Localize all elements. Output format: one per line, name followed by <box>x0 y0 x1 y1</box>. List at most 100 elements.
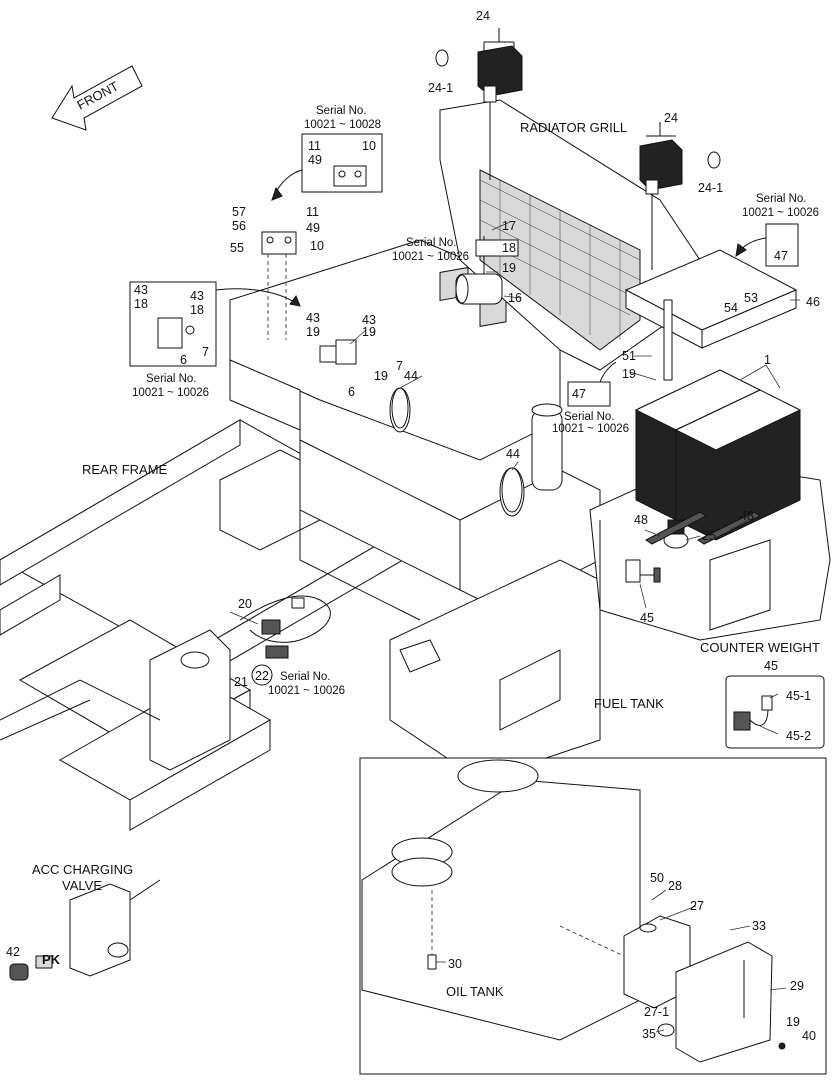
relay-bracket-lower <box>319 339 357 365</box>
serial-range-upper: 10021 ~ 10028 <box>304 119 381 131</box>
callout-18-inset-b: 18 <box>190 303 204 317</box>
callout-55: 55 <box>230 241 244 255</box>
callout-19-relay: 19 <box>502 261 516 275</box>
callout-24-right: 24 <box>664 111 678 125</box>
inset-47-lower <box>567 361 617 407</box>
callout-28: 28 <box>668 879 682 893</box>
callout-40: 40 <box>802 1029 816 1043</box>
callout-56: 56 <box>232 219 246 233</box>
grommet-44b <box>501 467 523 513</box>
switch-45 <box>625 559 661 583</box>
callout-54: 54 <box>724 301 738 315</box>
callout-43-main-a: 43 <box>306 311 320 325</box>
inset-serial-left <box>129 281 301 367</box>
inset-serial-upper <box>271 133 383 201</box>
serial-range-battery: 10021 ~ 10026 <box>552 423 629 435</box>
callout-16: 16 <box>508 291 522 305</box>
callout-33: 33 <box>752 919 766 933</box>
rear-frame-label: REAR FRAME <box>82 462 168 477</box>
serial-title-relay: Serial No. <box>406 237 457 249</box>
callout-19-battery: 19 <box>622 367 636 381</box>
battery-cover <box>624 249 798 381</box>
callout-19-oil: 19 <box>786 1015 800 1029</box>
leader-lines <box>229 221 800 1033</box>
callout-27: 27 <box>690 899 704 913</box>
counter-weight-label: COUNTER WEIGHT <box>700 640 820 655</box>
work-lamp-top <box>435 28 523 180</box>
callout-21: 21 <box>234 675 248 689</box>
callout-11: 11 <box>306 205 319 219</box>
callout-45-inset: 45 <box>764 659 778 673</box>
harness <box>239 595 331 659</box>
callout-45-1: 45-1 <box>786 689 811 703</box>
callout-44-b: 44 <box>506 447 520 461</box>
callout-43-inset-b: 43 <box>190 289 204 303</box>
batteries <box>634 369 802 541</box>
callout-47-upper: 47 <box>774 249 788 263</box>
callout-42: 42 <box>6 945 20 959</box>
serial-title-battery: Serial No. <box>564 411 615 423</box>
serial-labels: Serial No. 10021 ~ 10028 Serial No. 1002… <box>132 105 819 697</box>
callout-29: 29 <box>790 979 804 993</box>
pk-label: PK <box>42 952 61 967</box>
inset-45-sensor <box>725 675 825 749</box>
callout-10: 10 <box>310 239 324 253</box>
acc-charging-label-2: VALVE <box>62 878 102 893</box>
callout-43-inset-a: 43 <box>134 283 148 297</box>
serial-range-harness: 10021 ~ 10026 <box>268 685 345 697</box>
callout-45-2: 45-2 <box>786 729 811 743</box>
serial-title-upper: Serial No. <box>316 105 367 117</box>
serial-title-harness: Serial No. <box>280 671 331 683</box>
serial-range-relay: 10021 ~ 10026 <box>392 251 469 263</box>
callout-17: 17 <box>502 219 516 233</box>
callout-53: 53 <box>744 291 758 305</box>
callout-24-1-top: 24-1 <box>428 81 453 95</box>
callout-7-inset: 7 <box>202 345 209 359</box>
inset-18-box <box>475 239 519 257</box>
serial-title-battery-cover: Serial No. <box>756 193 807 205</box>
callout-45-main: 45 <box>640 611 654 625</box>
callout-49: 49 <box>306 221 320 235</box>
radiator-grill-label: RADIATOR GRILL <box>520 120 627 135</box>
callout-18-inset-a: 18 <box>134 297 148 311</box>
relay-bracket-upper <box>261 231 297 340</box>
callout-27-1: 27-1 <box>644 1005 669 1019</box>
callout-57: 57 <box>232 205 246 219</box>
fuel-tank-shape <box>389 559 601 781</box>
serial-range-left: 10021 ~ 10026 <box>132 387 209 399</box>
section-labels: RADIATOR GRILL REAR FRAME COUNTER WEIGHT… <box>32 120 820 999</box>
oil-tank-label: OIL TANK <box>446 984 504 999</box>
callout-19-main-b: 19 <box>362 325 376 339</box>
callout-19-main-a: 19 <box>306 325 320 339</box>
fuel-tank-label: FUEL TANK <box>594 696 664 711</box>
callout-10-inset: 10 <box>362 139 376 153</box>
rear-frame <box>0 239 601 831</box>
callout-48-b: 48 <box>740 509 754 523</box>
front-arrow: FRONT <box>51 65 143 131</box>
callout-30: 30 <box>448 957 462 971</box>
callout-6-inset: 6 <box>180 353 187 367</box>
callout-46: 46 <box>806 295 820 309</box>
callout-19-main-c: 19 <box>374 369 388 383</box>
callout-18-box: 18 <box>502 241 516 255</box>
callout-43-main-b: 43 <box>362 313 376 327</box>
callout-7-main: 7 <box>396 359 403 373</box>
callout-44-a: 44 <box>404 369 418 383</box>
grommet-44a <box>391 387 409 429</box>
callout-22: 22 <box>255 669 269 683</box>
callout-49-inset: 49 <box>308 153 322 167</box>
callout-20: 20 <box>238 597 252 611</box>
callout-11-inset: 11 <box>308 139 321 153</box>
serial-title-left: Serial No. <box>146 373 197 385</box>
callouts: 24 24-1 24 24-1 11 49 10 57 56 55 11 49 … <box>6 9 820 1043</box>
callout-25: 25 <box>702 529 716 543</box>
inset-47-upper <box>735 223 799 267</box>
callout-51: 51 <box>622 349 636 363</box>
callout-6-main: 6 <box>348 385 355 399</box>
callout-47-lower: 47 <box>572 387 586 401</box>
oil-tank-inset <box>359 757 827 1075</box>
acc-charging-label-1: ACC CHARGING <box>32 862 133 877</box>
callout-35: 35 <box>642 1027 656 1041</box>
callout-50: 50 <box>650 871 664 885</box>
